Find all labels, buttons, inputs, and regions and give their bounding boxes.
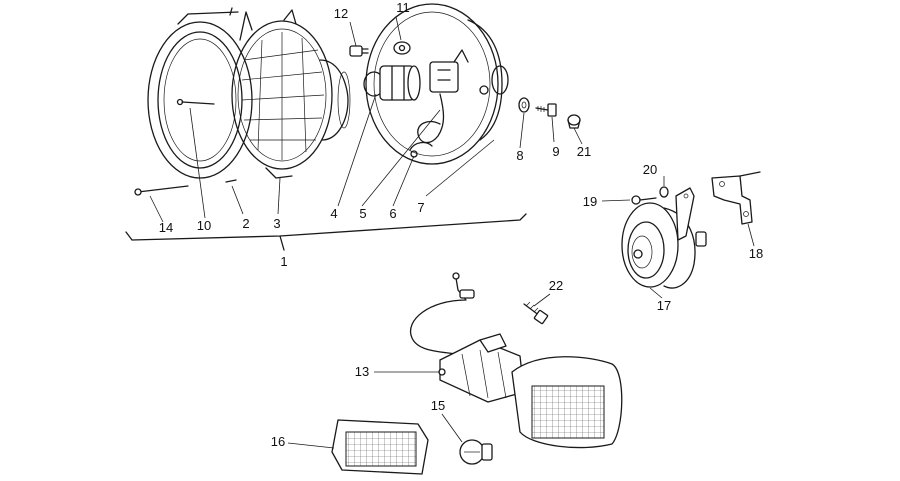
turn-signal-lens xyxy=(331,419,429,475)
horn xyxy=(621,202,707,289)
washer-8 xyxy=(518,97,530,113)
callout-21: 21 xyxy=(577,144,591,159)
callout-20: 20 xyxy=(643,162,657,177)
leader-lines xyxy=(149,16,755,449)
callout-19: 19 xyxy=(583,194,597,209)
callout-12: 12 xyxy=(334,6,348,21)
bulb-holder xyxy=(363,49,469,101)
assembly-bracket xyxy=(125,213,527,251)
bolt-22 xyxy=(523,301,549,325)
callout-11: 11 xyxy=(396,0,410,15)
callout-16: 16 xyxy=(271,434,285,449)
headlight-housing xyxy=(365,3,509,165)
screw-10 xyxy=(176,98,215,106)
horn-bracket xyxy=(675,187,695,241)
turn-signal-bulb xyxy=(459,439,493,465)
callout-4: 4 xyxy=(330,206,337,221)
parking-bulb xyxy=(393,41,411,55)
callout-10: 10 xyxy=(197,218,211,233)
callout-18: 18 xyxy=(749,246,763,261)
mount-plate-18 xyxy=(711,171,761,225)
headlight-lens xyxy=(231,9,351,179)
callout-17: 17 xyxy=(657,298,671,313)
screw-19 xyxy=(631,195,657,205)
bolt-9 xyxy=(535,103,557,117)
bulb-socket-12 xyxy=(349,45,369,57)
callout-7: 7 xyxy=(417,200,424,215)
callout-2: 2 xyxy=(242,216,249,231)
turn-signal-assembly xyxy=(409,272,623,449)
callout-9: 9 xyxy=(552,144,559,159)
screw-14 xyxy=(134,185,189,196)
callout-5: 5 xyxy=(359,206,366,221)
callout-15: 15 xyxy=(431,398,445,413)
callout-22: 22 xyxy=(549,278,563,293)
washer-20 xyxy=(659,186,669,198)
callout-13: 13 xyxy=(355,364,369,379)
callout-8: 8 xyxy=(516,148,523,163)
wiring-loop xyxy=(409,93,445,158)
callout-6: 6 xyxy=(389,206,396,221)
callout-1: 1 xyxy=(280,254,287,269)
callout-3: 3 xyxy=(273,216,280,231)
callout-labels: 1 2 3 4 5 6 7 8 9 10 11 12 13 14 15 16 1… xyxy=(159,0,763,449)
headlight-rim xyxy=(147,7,253,183)
nut-21 xyxy=(567,114,581,129)
callout-14: 14 xyxy=(159,220,173,235)
